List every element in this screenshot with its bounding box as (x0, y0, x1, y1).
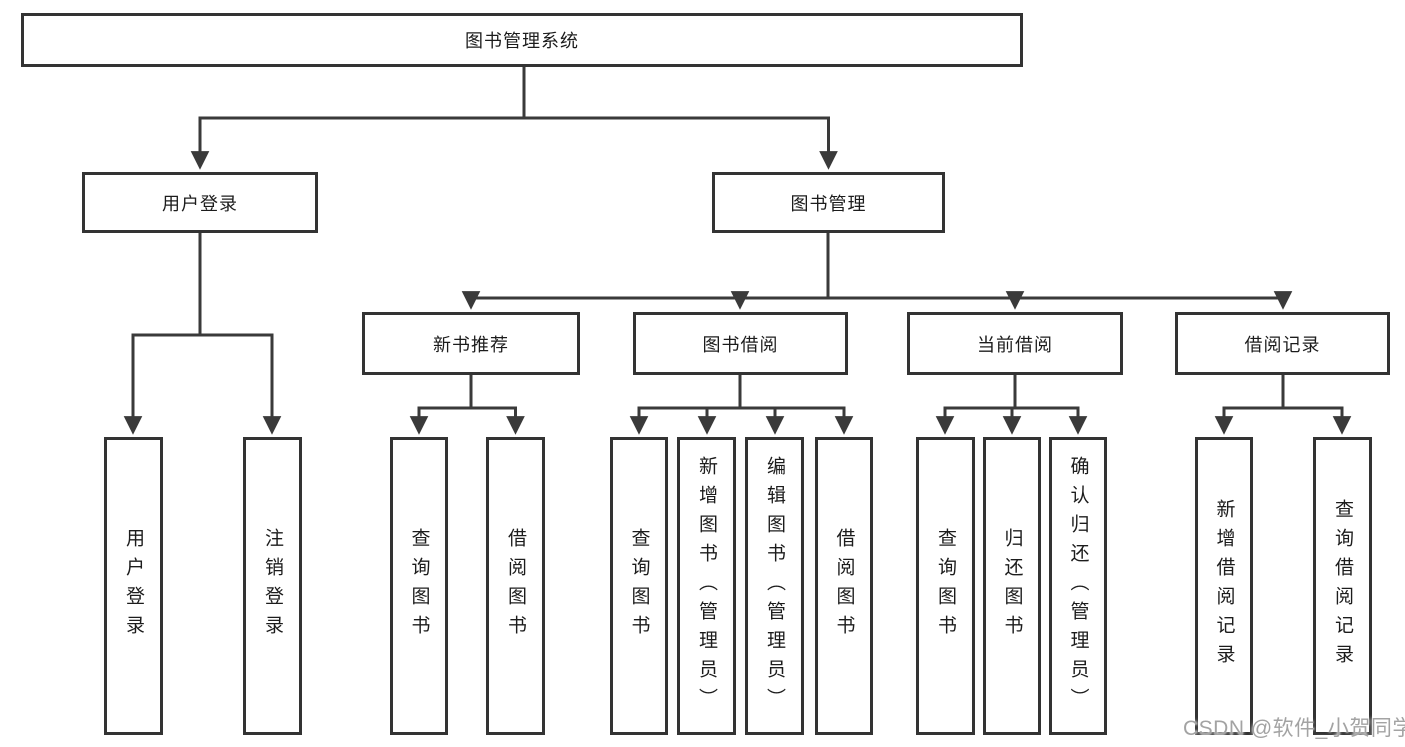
leaf-edit-book-admin-label: 编辑图书（管理员） (764, 455, 785, 717)
node-new-book-rec-label: 新书推荐 (433, 334, 509, 355)
node-borrow-record-label: 借阅记录 (1244, 334, 1321, 355)
node-book-borrow: 图书借阅 (633, 312, 848, 375)
leaf-logout-label: 注销登录 (262, 528, 283, 644)
leaf-query-book-2-label: 查询图书 (628, 528, 650, 644)
leaf-borrow-book-1-label: 借阅图书 (505, 528, 526, 644)
leaf-query-book-2: 查询图书 (610, 437, 668, 735)
node-new-book-rec: 新书推荐 (362, 312, 580, 375)
leaf-confirm-return-admin: 确认归还（管理员） (1049, 437, 1107, 735)
leaf-query-book-1: 查询图书 (390, 437, 448, 735)
node-user-login-label: 用户登录 (162, 193, 238, 214)
node-book-mgmt: 图书管理 (712, 172, 945, 233)
leaf-query-book-3: 查询图书 (916, 437, 975, 735)
leaf-add-borrow-record: 新增借阅记录 (1195, 437, 1253, 735)
watermark: CSDN @软件_小贺同学 (1183, 717, 1405, 740)
node-current-borrow: 当前借阅 (907, 312, 1123, 375)
leaf-logout: 注销登录 (243, 437, 302, 735)
node-book-mgmt-label: 图书管理 (790, 193, 867, 214)
leaf-borrow-book-2-label: 借阅图书 (833, 528, 855, 644)
leaf-confirm-return-admin-label: 确认归还（管理员） (1067, 455, 1089, 717)
leaf-return-book-label: 归还图书 (1001, 528, 1023, 644)
leaf-query-borrow-record-label: 查询借阅记录 (1332, 499, 1353, 673)
leaf-borrow-book-1: 借阅图书 (486, 437, 545, 735)
leaf-return-book: 归还图书 (983, 437, 1041, 735)
leaf-user-login: 用户登录 (104, 437, 163, 735)
leaf-query-borrow-record: 查询借阅记录 (1313, 437, 1372, 735)
node-current-borrow-label: 当前借阅 (977, 334, 1053, 355)
leaf-edit-book-admin: 编辑图书（管理员） (745, 437, 804, 735)
leaf-add-borrow-record-label: 新增借阅记录 (1213, 499, 1235, 673)
node-root: 图书管理系统 (21, 13, 1023, 67)
leaf-add-book-admin-label: 新增图书（管理员） (696, 455, 717, 717)
leaf-add-book-admin: 新增图书（管理员） (677, 437, 736, 735)
leaf-query-book-3-label: 查询图书 (935, 528, 956, 644)
node-book-borrow-label: 图书借阅 (702, 334, 779, 355)
node-borrow-record: 借阅记录 (1175, 312, 1390, 375)
leaf-borrow-book-2: 借阅图书 (815, 437, 873, 735)
leaf-user-login-label: 用户登录 (123, 528, 144, 644)
node-user-login: 用户登录 (82, 172, 318, 233)
leaf-query-book-1-label: 查询图书 (408, 528, 430, 644)
node-root-label: 图书管理系统 (465, 31, 579, 51)
